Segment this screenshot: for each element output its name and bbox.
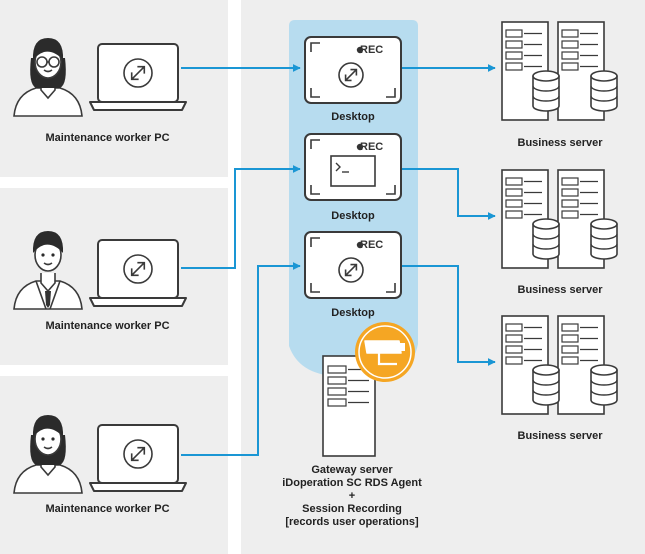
gateway-line-2: iDoperation SC RDS Agent (282, 477, 422, 489)
worker-label-3: Maintenance worker PC (45, 503, 170, 515)
desktop-frame-1 (304, 36, 402, 104)
rec-indicator-3: REC (360, 239, 384, 251)
gateway-line-1: Gateway server (311, 464, 393, 476)
worker-label-2: Maintenance worker PC (45, 320, 170, 332)
arrow-worker2-desktop2 (181, 165, 301, 269)
laptop-1 (89, 43, 187, 111)
business-server-3 (501, 315, 618, 415)
server-label-1: Business server (517, 137, 603, 149)
server-label-2: Business server (517, 284, 603, 296)
avatar-woman-icon (13, 415, 83, 494)
avatar-woman-glasses-icon (13, 38, 83, 117)
desktop-frame-3 (304, 231, 402, 299)
laptop-2 (89, 239, 187, 307)
gateway-line-3: + (348, 490, 356, 502)
session-recorder-camera-icon (355, 322, 415, 382)
arrow-worker3-desktop3 (181, 262, 301, 456)
avatar-man-suit-icon (13, 231, 83, 310)
laptop-3 (89, 424, 187, 492)
rec-indicator-2: REC (360, 141, 384, 153)
server-label-3: Business server (517, 430, 603, 442)
desktop-label-1: Desktop (331, 111, 375, 123)
worker-label-1: Maintenance worker PC (45, 132, 170, 144)
rec-indicator-1: REC (360, 44, 384, 56)
desktop-label-3: Desktop (331, 307, 375, 319)
business-server-2 (501, 169, 618, 269)
arrow-desktop2-server2 (401, 168, 496, 220)
desktop-frame-2 (304, 133, 402, 201)
gateway-line-5: [records user operations] (285, 516, 419, 528)
gateway-line-4: Session Recording (302, 503, 402, 515)
business-server-1 (501, 21, 618, 121)
arrow-desktop3-server3 (401, 265, 496, 366)
gateway-label: Gateway server iDoperation SC RDS Agent … (262, 464, 442, 529)
desktop-label-2: Desktop (331, 210, 375, 222)
